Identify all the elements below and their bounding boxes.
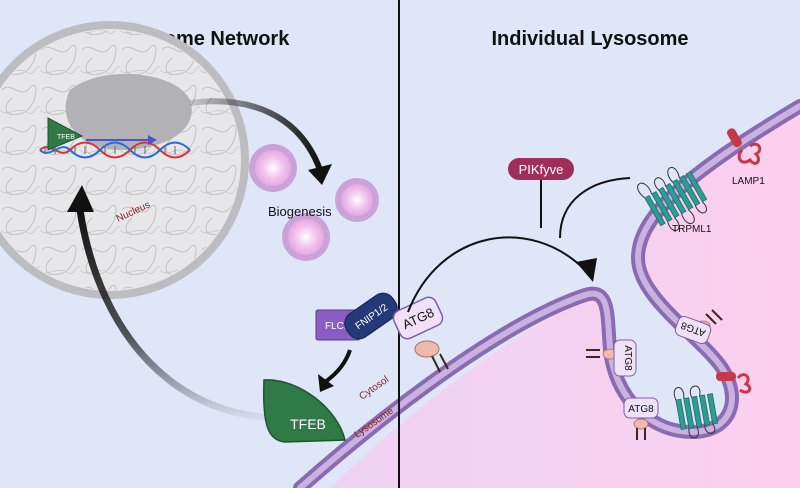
atg8-main: ATG8 — [392, 296, 444, 340]
trpml1-channel-bottom — [673, 385, 719, 439]
translocation-arrowhead — [67, 185, 94, 212]
trpml1-link — [559, 177, 631, 239]
lamp1-protein-bottom — [716, 372, 752, 394]
signaling-curve — [407, 236, 586, 313]
trpml1-label: TRPML1 — [672, 224, 712, 235]
signaling-arrowhead — [576, 258, 597, 282]
nucleolus — [65, 73, 192, 150]
lamp1-label: LAMP1 — [732, 176, 765, 187]
vesicle — [282, 213, 330, 261]
atg8-inner-a-label: ATG8 — [622, 345, 633, 371]
vesicle — [249, 144, 297, 192]
flcn-label: FLCN — [325, 321, 351, 332]
dna-helix — [39, 141, 191, 159]
vesicle — [335, 178, 379, 222]
atg8-inner-b: ATG8 — [674, 309, 723, 345]
transcription-arrowhead — [148, 135, 157, 145]
atg8-inner-a: ATG8 — [586, 339, 637, 377]
tfeb-nuclear: TFEB — [47, 117, 84, 151]
fnip-protein: FNIP1/2 — [344, 292, 398, 340]
lamp1-protein — [726, 128, 762, 165]
tfeb-cytosolic: TFEB — [262, 379, 346, 443]
atg8-inner-c-label: ATG8 — [628, 404, 654, 415]
tfeb-release-arrow — [323, 349, 352, 384]
atg8-inner-c: ATG8 — [623, 397, 659, 440]
pikfyve-label: PIKfyve — [519, 162, 564, 177]
tfeb-nuclear-label: TFEB — [57, 134, 75, 141]
biogenesis-arrowhead — [308, 164, 332, 185]
biogenesis-label: Biogenesis — [268, 204, 332, 219]
right-panel-title: Individual Lysosome — [491, 28, 688, 50]
pikfyve-protein: PIKfyve — [508, 158, 574, 180]
trpml1-channel — [637, 167, 708, 232]
nucleus — [0, 21, 249, 299]
biogenesis-arrow — [189, 98, 323, 172]
tfeb-nuclear-translocation-arrow — [76, 209, 286, 422]
tfeb-release-arrowhead — [318, 374, 334, 392]
tfeb-cytosolic-label: TFEB — [290, 416, 326, 432]
membrane-anchor — [414, 340, 449, 373]
lysosome-lumen — [330, 110, 800, 488]
